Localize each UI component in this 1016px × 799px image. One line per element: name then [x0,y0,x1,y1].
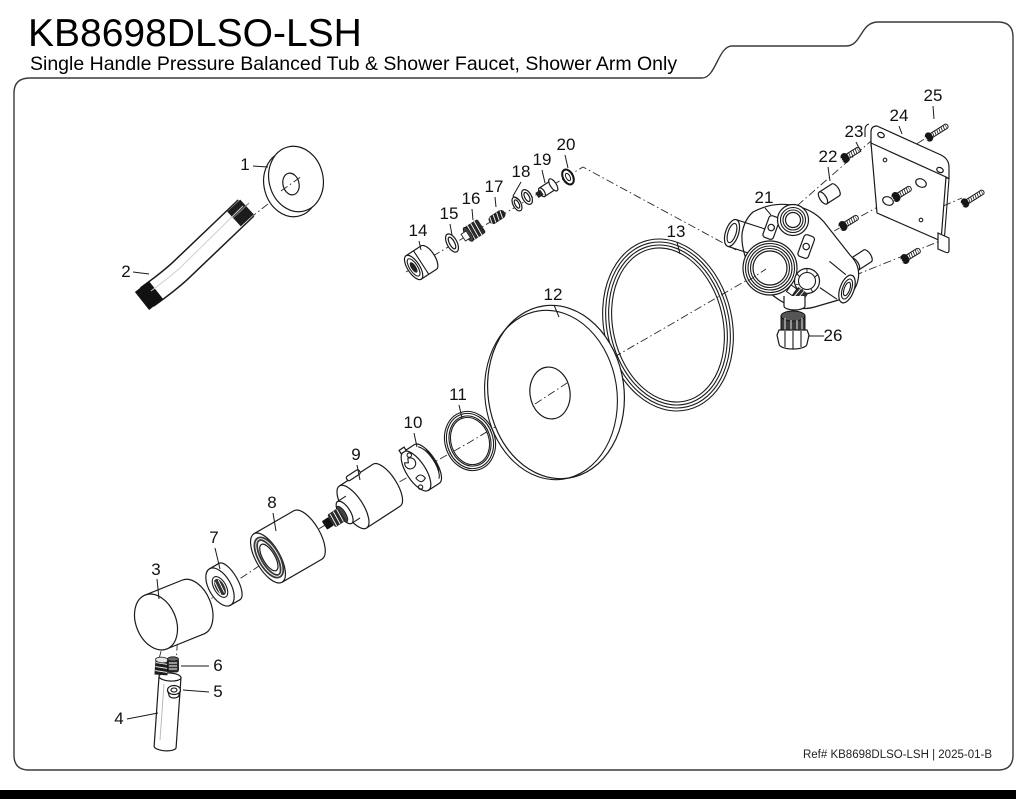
part-19-piston [535,178,559,199]
part-8-sleeve [249,509,326,584]
part-label-13: 13 [667,222,686,241]
part-label-15: 15 [440,204,459,223]
page-border [13,21,1014,771]
part-label-11: 11 [449,385,467,404]
part-15-oring [444,233,460,253]
part-12-escutcheon-plate [484,304,626,481]
part-label-2: 2 [121,262,130,281]
part-2-shower-arm [134,199,255,311]
part-label-10: 10 [404,413,423,432]
part-17-spring [488,209,506,225]
part-label-20: 20 [557,135,576,154]
part-26-plug [776,310,810,350]
part-label-5: 5 [213,682,222,701]
part-label-12: 12 [544,285,563,304]
part-3-handle-cap [133,578,214,651]
part-10-cartridge-cap [398,443,443,492]
part-label-26: 26 [824,326,843,345]
part-label-18: 18 [512,162,531,181]
part-14-cap-nut [403,244,439,281]
part-label-16: 16 [462,189,481,208]
part-label-24: 24 [890,106,909,125]
part-9-cartridge [322,463,404,530]
part-label-25: 25 [924,86,943,105]
part-label-8: 8 [267,493,276,512]
part-label-17: 17 [485,177,504,196]
part-18-washers [511,189,534,212]
part-label-3: 3 [151,560,160,579]
part-label-9: 9 [351,445,360,464]
part-label-1: 1 [240,155,249,174]
part-label-22: 22 [819,147,838,166]
page-title: KB8698DLSO-LSH [28,12,362,55]
part-label-6: 6 [213,656,222,675]
part-13-oring-large [602,238,734,412]
part-labels: 1 2 3 4 5 6 7 8 9 10 11 12 13 14 15 16 1… [114,86,942,728]
part-label-19: 19 [533,150,552,169]
part-label-23: 23 [845,122,864,141]
part-20-washer [561,168,575,186]
leader-lines [126,105,935,720]
part-label-21: 21 [755,188,774,207]
ref-number: Ref# KB8698DLSO-LSH | 2025-01-B [803,749,992,761]
part-label-14: 14 [409,221,428,240]
part-16-screw-plug [460,219,486,242]
page-subtitle: Single Handle Pressure Balanced Tub & Sh… [30,53,677,75]
part-21-valve-body [723,203,860,311]
part-label-7: 7 [209,528,218,547]
part-7-washer [205,562,243,607]
part-label-4: 4 [114,709,123,728]
part-1-escutcheon [263,145,324,218]
bottom-bar [0,790,1016,799]
part-6-set-screw [167,656,179,673]
part-5-screw [166,684,182,699]
